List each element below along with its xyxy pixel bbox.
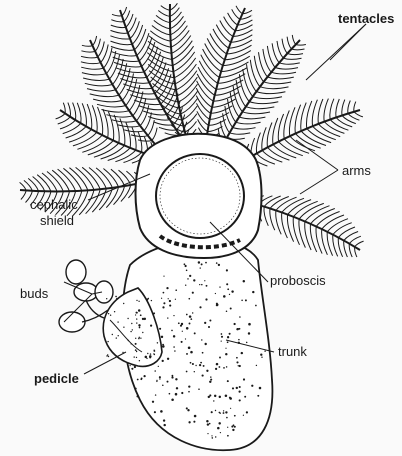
arms-leader-2	[300, 170, 338, 194]
label-trunk: trunk	[278, 345, 307, 359]
label-proboscis: proboscis	[270, 274, 326, 288]
bleed-through-text: .	[250, 4, 254, 19]
arms-leader-1	[296, 140, 338, 170]
label-pedicle: pedicle	[34, 372, 79, 386]
label-tentacles: tentacles	[338, 12, 394, 26]
tentacles-leader-2	[306, 24, 366, 80]
label-buds: buds	[20, 287, 48, 301]
proboscis-outline	[156, 154, 244, 238]
label-cephalic: cephalic	[30, 198, 78, 212]
body-group	[59, 134, 272, 450]
label-shield: shield	[40, 214, 74, 228]
pedicle-leader	[84, 352, 126, 374]
label-arms: arms	[342, 164, 371, 178]
